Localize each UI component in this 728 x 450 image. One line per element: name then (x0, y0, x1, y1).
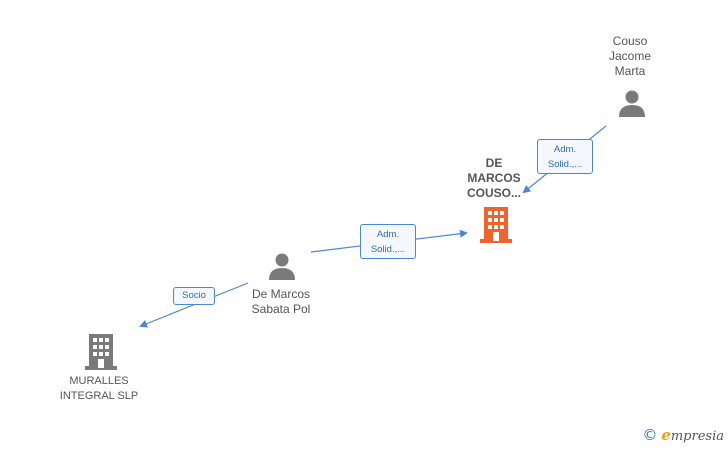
copyright-icon: © (642, 426, 658, 444)
node-label-couso: Couso Jacome Marta (608, 34, 652, 78)
person-icon[interactable] (617, 89, 647, 117)
edge-label-couso-role[interactable]: Adm. Solid.,... (537, 139, 593, 174)
building-icon[interactable] (480, 207, 512, 243)
person-icon[interactable] (267, 252, 297, 280)
building-icon[interactable] (85, 334, 117, 370)
node-label-company: DE MARCOS COUSO... (466, 156, 521, 200)
node-label-murallas: MURALLES INTEGRAL SLP (59, 375, 139, 402)
edge-label-person-role[interactable]: Adm. Solid.,... (360, 224, 416, 259)
brand-logo: ©empresia (642, 426, 724, 444)
edge-label-socio[interactable]: Socio (173, 287, 215, 305)
node-label-person: De Marcos Sabata Pol (251, 287, 311, 316)
